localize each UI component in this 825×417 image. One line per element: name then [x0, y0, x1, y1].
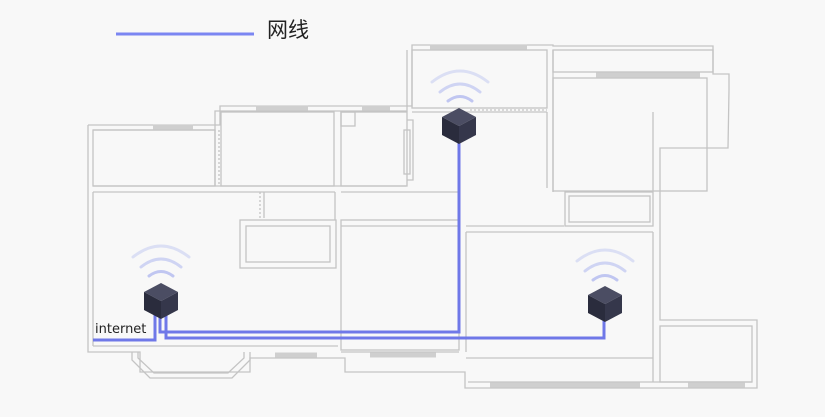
cable-to-top-node [158, 137, 461, 334]
wifi-icon-right [575, 248, 635, 282]
router-cube-icon [442, 108, 476, 144]
router-cube-icon [144, 283, 178, 319]
internet-label: internet [95, 322, 146, 337]
router-main [144, 283, 178, 319]
windows [153, 44, 745, 388]
walls [87, 44, 758, 389]
wifi-icon-top [430, 69, 490, 103]
cables [93, 137, 606, 342]
cable-to-right-node [164, 314, 606, 340]
internet-cable [93, 314, 157, 342]
wifi-icon-main [131, 244, 191, 278]
legend-label: 网线 [267, 18, 309, 42]
router-cube-icon [588, 286, 622, 322]
router-top [442, 108, 476, 144]
wifi-signal-icons [131, 69, 635, 282]
router-right [588, 286, 622, 322]
